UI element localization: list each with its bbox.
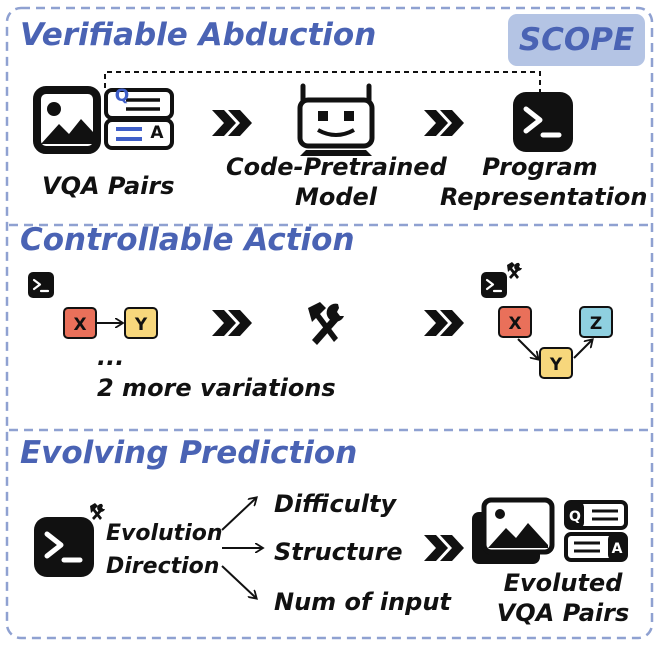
node-z [579, 306, 613, 338]
section-title-prediction: Evolving Prediction [20, 435, 358, 471]
branch-difficulty: Difficulty [274, 490, 397, 518]
program-label-line2: Representation [440, 183, 648, 211]
evolved-label-line1: Evoluted [503, 569, 623, 597]
qa-q-letter: Q [569, 509, 581, 525]
branch-structure: Structure [274, 538, 403, 566]
double-chevron-icon [424, 535, 464, 561]
terminal-icon [26, 270, 56, 300]
node-y [539, 347, 573, 379]
image-stack-icon [472, 497, 555, 564]
wrench-hammer-icon [308, 302, 344, 345]
node-x [63, 307, 97, 339]
scope-badge: SCOPE [508, 14, 645, 66]
double-chevron-icon [424, 110, 464, 136]
terminal-icon [34, 517, 94, 577]
terminal-icon [513, 92, 573, 152]
node-y [124, 307, 158, 339]
terminal-icon [479, 270, 509, 300]
model-label-line2: Model [294, 183, 378, 211]
ellipsis: ... [97, 343, 125, 371]
arrow-icon [221, 565, 256, 598]
program-label-line1: Program [482, 153, 598, 181]
double-chevron-icon [212, 310, 252, 336]
node-x-label: X [508, 314, 521, 334]
qa-q-letter: Q [115, 86, 129, 106]
robot-icon [297, 83, 375, 156]
node-x [498, 306, 532, 338]
qa-a-letter: A [612, 541, 623, 557]
section-title-action: Controllable Action [20, 222, 355, 258]
image-icon [37, 90, 97, 150]
node-x-label: X [73, 315, 86, 335]
evolution-label-line2: Direction [106, 554, 220, 579]
small-tools-icon [507, 262, 522, 279]
vqa-pairs-label: VQA Pairs [42, 172, 175, 200]
evolution-label-line1: Evolution [106, 521, 223, 546]
branch-num-of-input: Num of input [274, 588, 451, 616]
double-chevron-icon [424, 310, 464, 336]
qa-a-letter: A [150, 123, 164, 143]
node-z-label: Z [590, 314, 602, 334]
node-y-label: Y [549, 355, 563, 375]
double-chevron-icon [212, 110, 252, 136]
arrow-icon [221, 498, 256, 531]
section-title-abduction: Verifiable Abduction [20, 17, 377, 53]
small-tools-icon [90, 503, 105, 520]
model-label-line1: Code-Pretrained [226, 153, 447, 181]
feedback-connector [104, 71, 541, 96]
arrow-icon [573, 340, 592, 359]
arrow-icon [517, 338, 538, 359]
qa-card-icon [104, 88, 174, 150]
qa-card-icon [564, 500, 628, 562]
evolved-label-line2: VQA Pairs [496, 599, 630, 627]
node-y-label: Y [134, 315, 148, 335]
variations-label: 2 more variations [97, 374, 336, 402]
outer-frame [5, 6, 654, 640]
